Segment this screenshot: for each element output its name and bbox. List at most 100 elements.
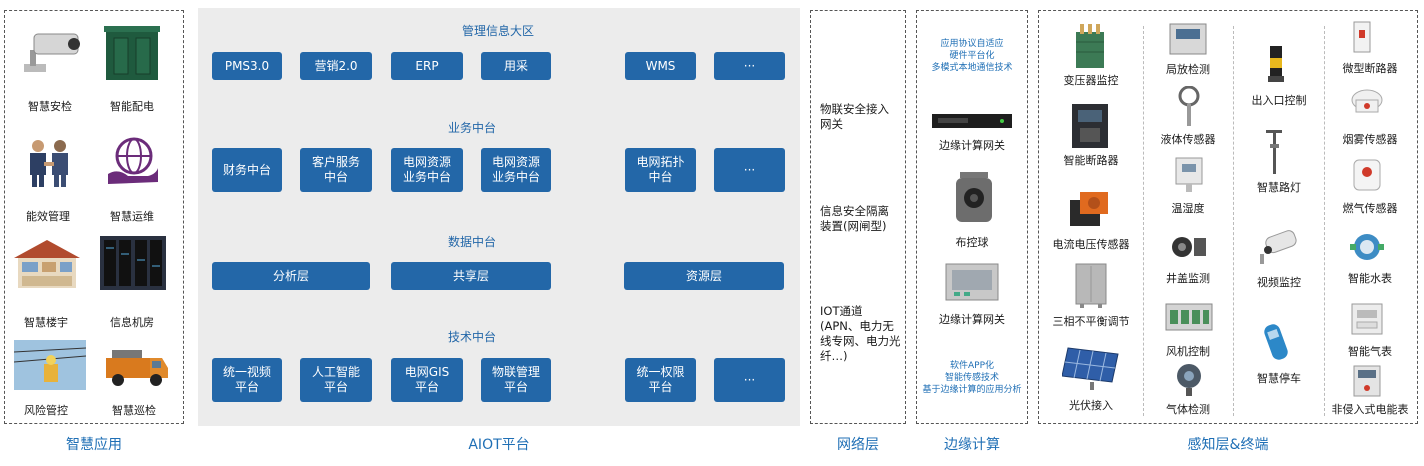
app-label: 智慧巡检 — [112, 404, 156, 417]
button-label: 统一视频 平台 — [222, 365, 271, 394]
unified-video-platform-button[interactable]: 统一视频 平台 — [212, 358, 282, 402]
current-voltage-sensor-icon — [1070, 192, 1108, 226]
sensor-label: 井盖监测 — [1166, 272, 1210, 285]
sensor-label: 智慧停车 — [1257, 372, 1301, 385]
pms-button[interactable]: PMS3.0 — [212, 52, 282, 80]
sensor-label: 局放检测 — [1166, 63, 1210, 76]
resource-layer-button[interactable]: 资源层 — [624, 262, 784, 290]
transformer-icon — [1076, 24, 1104, 68]
sensor-label: 三相不平衡调节 — [1052, 315, 1130, 328]
liquid-sensor-icon — [1178, 86, 1200, 126]
gas-sensor-icon — [1353, 159, 1381, 191]
fan-controller-icon — [1165, 303, 1213, 331]
gas-meter-icon — [1351, 303, 1383, 335]
edge-device-label: 边缘计算网关 — [939, 313, 1005, 326]
iot-management-platform-button[interactable]: 物联管理 平台 — [481, 358, 551, 402]
section-title: 管理信息大区 — [461, 24, 534, 38]
gas-detector-icon — [1177, 364, 1201, 396]
micro-breaker-icon — [1353, 21, 1371, 53]
sensor-label: 智慧路灯 — [1257, 181, 1301, 194]
column-divider — [1233, 26, 1234, 416]
parking-sensor-icon — [1264, 324, 1288, 360]
edge-caption: 边缘计算 — [944, 437, 1000, 453]
button-label: 统一权限 平台 — [636, 365, 685, 394]
handshake-people-icon — [30, 140, 68, 187]
app-label: 智慧楼宇 — [24, 316, 68, 329]
partial-discharge-detector-icon — [1169, 23, 1207, 55]
iot-security-gateway-label: 物联安全接入 网关 — [820, 102, 889, 131]
button-label: 电网资源 业务中台 — [491, 155, 540, 184]
distribution-cabinet-icon — [104, 26, 160, 80]
security-camera-icon — [24, 33, 80, 72]
manhole-sensor-icon — [1172, 237, 1206, 257]
sensor-label: 变压器监控 — [1063, 74, 1119, 87]
sensor-label: 液体传感器 — [1160, 133, 1216, 146]
access-control-icon — [1268, 46, 1284, 82]
ai-platform-button[interactable]: 人工智能 平台 — [300, 358, 372, 402]
video-camera-icon — [1260, 230, 1297, 264]
marketing-button[interactable]: 营销2.0 — [300, 52, 372, 80]
edge-device-label: 布控球 — [955, 236, 989, 249]
smoke-sensor-icon — [1351, 89, 1383, 113]
section-title: 技术中台 — [447, 330, 496, 344]
sensor-label: 智能气表 — [1348, 345, 1392, 358]
edge-computing-panel — [916, 10, 1028, 424]
phase-balance-cabinet-icon — [1075, 263, 1107, 308]
sensor-label: 气体检测 — [1166, 403, 1210, 416]
inspection-truck-icon — [106, 350, 168, 386]
app-label: 智慧运维 — [110, 210, 154, 223]
dome-camera-icon — [956, 172, 992, 222]
electricity-meter-icon — [1353, 365, 1381, 397]
grid-topology-center-button[interactable]: 电网拓扑 中台 — [625, 148, 696, 192]
column-divider — [1324, 26, 1325, 416]
collection-button[interactable]: 用采 — [481, 52, 551, 80]
button-label: 人工智能 平台 — [311, 365, 360, 394]
smart-apps-panel — [4, 10, 184, 424]
sensor-label: 电流电压传感器 — [1052, 238, 1130, 251]
sensor-label: 光伏接入 — [1069, 399, 1113, 412]
network-layer-panel — [810, 10, 906, 424]
app-label: 风险管控 — [24, 404, 68, 417]
smart-building-icon — [14, 240, 80, 288]
sharing-layer-button[interactable]: 共享层 — [391, 262, 551, 290]
sensor-label: 风机控制 — [1166, 345, 1210, 358]
edge-device-label: 边缘计算网关 — [939, 139, 1005, 152]
grid-gis-platform-button[interactable]: 电网GIS 平台 — [391, 358, 463, 402]
server-room-icon — [100, 236, 166, 290]
app-label: 智慧安检 — [28, 100, 72, 113]
button-label: 物联管理 平台 — [491, 365, 540, 394]
customer-service-center-button[interactable]: 客户服务 中台 — [300, 148, 372, 192]
solar-panel-icon — [1062, 347, 1119, 390]
sensor-label: 燃气传感器 — [1342, 202, 1398, 215]
edge-gateway-icon — [932, 114, 1012, 128]
button-label: 财务中台 — [222, 162, 271, 177]
unified-permission-platform-button[interactable]: 统一权限 平台 — [625, 358, 696, 402]
sensor-label: 智能水表 — [1348, 272, 1392, 285]
button-label: 电网GIS 平台 — [404, 365, 450, 394]
smart-streetlight-icon — [1266, 130, 1282, 174]
sensing-caption: 感知层&终端 — [1187, 437, 1269, 453]
grid-resource-center-button-2[interactable]: 电网资源 业务中台 — [481, 148, 551, 192]
app-label: 智能配电 — [110, 100, 154, 113]
finance-center-button[interactable]: 财务中台 — [212, 148, 282, 192]
iot-channel-label: IOT通道 (APN、电力无 线专网、电力光 纤…) — [820, 304, 901, 363]
more-button[interactable]: ··· — [714, 148, 785, 192]
more-button[interactable]: ··· — [714, 358, 785, 402]
section-title: 业务中台 — [447, 121, 496, 135]
app-label: 能效管理 — [26, 210, 70, 223]
more-button[interactable]: ··· — [714, 52, 785, 80]
column-divider — [1143, 26, 1144, 416]
button-label: 客户服务 中台 — [311, 155, 360, 184]
erp-button[interactable]: ERP — [391, 52, 463, 80]
wms-button[interactable]: WMS — [625, 52, 696, 80]
network-caption: 网络层 — [837, 437, 879, 453]
temperature-humidity-sensor-icon — [1175, 157, 1203, 192]
analysis-layer-button[interactable]: 分析层 — [212, 262, 370, 290]
button-label: 电网拓扑 中台 — [636, 155, 685, 184]
security-isolation-device-label: 信息安全隔离 装置(网闸型) — [820, 204, 889, 233]
circuit-breaker-icon — [1072, 104, 1108, 148]
aiot-caption: AIOT平台 — [468, 437, 530, 453]
edge-gateway-icon — [945, 263, 999, 301]
sensor-label: 出入口控制 — [1251, 94, 1307, 107]
grid-resource-center-button[interactable]: 电网资源 业务中台 — [391, 148, 463, 192]
